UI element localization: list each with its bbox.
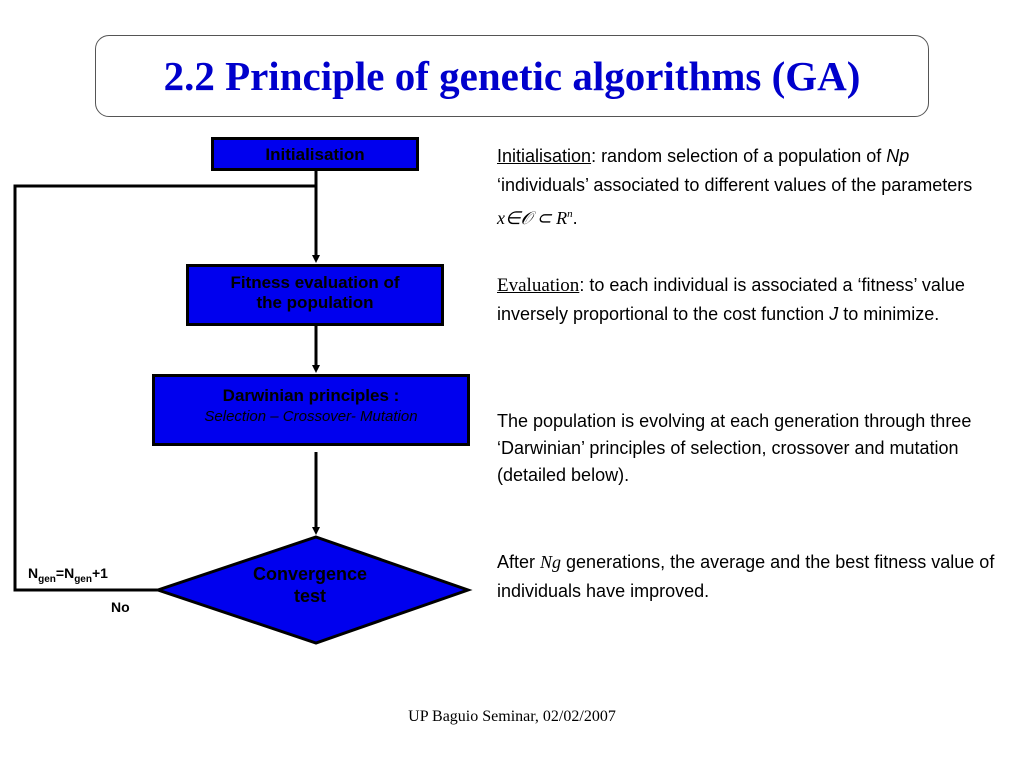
ng-symbol: Ng: [540, 552, 562, 572]
title-frame: 2.2 Principle of genetic algorithms (GA): [95, 35, 929, 117]
evaluation-text-2: to minimize.: [838, 304, 940, 324]
generation-increment-label: Ngen=Ngen+1: [28, 565, 108, 585]
initialisation-term: Initialisation: [497, 146, 592, 166]
footer-text: UP Baguio Seminar, 02/02/2007: [408, 708, 616, 725]
ngen-sub-2: gen: [74, 573, 92, 585]
initialisation-label: Initialisation: [265, 145, 365, 164]
evaluation-text-1: : to each individual is associated a ‘fi…: [497, 275, 965, 324]
initialisation-box: Initialisation: [211, 137, 419, 171]
darwin-operators-label: Selection – Crossover- Mutation: [204, 408, 418, 426]
initialisation-text-2: ‘individuals’ associated to different va…: [497, 175, 973, 195]
evaluation-description: Evaluation: to each individual is associ…: [497, 271, 997, 329]
convergence-diamond: [153, 535, 473, 645]
generations-text-2: generations, the average and the best fi…: [497, 552, 995, 601]
initialisation-text-1: : random selection of a population of: [591, 146, 887, 166]
cost-function-symbol: J: [829, 304, 839, 324]
formula-body: x∈𝒪 ⊂ R: [497, 208, 568, 228]
formula-exponent: n: [567, 208, 573, 220]
darwin-label: Darwinian principles :: [222, 386, 400, 405]
no-branch-label: No: [111, 599, 130, 615]
generations-text-1: After: [497, 552, 541, 572]
generations-description: After Ng generations, the average and th…: [497, 548, 997, 606]
convergence-label-line1: Convergence: [252, 564, 368, 584]
np-term: Np: [886, 146, 910, 166]
fitness-evaluation-box: Fitness evaluation of the population: [186, 264, 444, 326]
initialisation-description: Initialisation: random selection of a po…: [497, 142, 997, 233]
convergence-label: Convergence test: [200, 564, 420, 607]
parameter-set-formula: x∈𝒪 ⊂ Rn: [497, 208, 573, 228]
ngen-n: N: [28, 565, 39, 581]
initialisation-end: .: [572, 208, 578, 228]
ngen-plus: +1: [91, 565, 108, 581]
fitness-label-line2: the population: [256, 293, 374, 313]
slide-title: 2.2 Principle of genetic algorithms (GA): [163, 53, 861, 99]
ngen-sub: gen: [38, 573, 56, 585]
convergence-label-line2: test: [293, 585, 326, 606]
darwinian-description: The population is evolving at each gener…: [497, 411, 972, 485]
fitness-label-line1: Fitness evaluation of: [230, 273, 400, 292]
evaluation-term: Evaluation: [497, 275, 580, 296]
ngen-eq: =N: [55, 565, 75, 581]
loop-back-line: [13, 184, 316, 592]
darwinian-principles-box: Darwinian principles : Selection – Cross…: [152, 374, 470, 446]
